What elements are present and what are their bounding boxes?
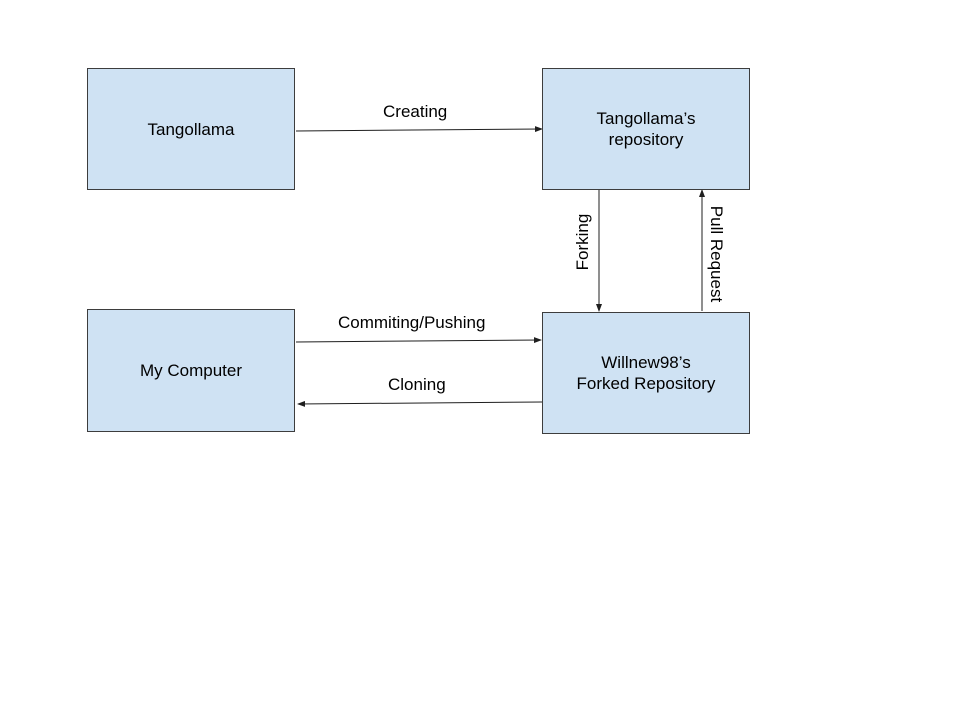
node-repo-label-line1: Tangollama’s <box>596 109 696 128</box>
edge-label-pull-request: Pull Request <box>707 205 726 303</box>
edge-label-committing-pushing: Commiting/Pushing <box>338 313 486 332</box>
node-repo-label-line2: repository <box>608 130 684 149</box>
arrow-cloning <box>297 400 543 407</box>
edge-label-forking: Forking <box>573 213 592 271</box>
node-my-computer: My Computer <box>87 309 295 432</box>
node-fork-label-line1: Willnew98’s <box>601 353 691 372</box>
arrow-committing <box>295 337 542 344</box>
node-tangollama-label: Tangollama <box>147 119 235 139</box>
node-fork-label-line2: Forked Repository <box>576 374 716 393</box>
node-computer-label: My Computer <box>139 361 243 380</box>
node-tangollama-repository: Tangollama’s repository <box>542 68 750 190</box>
edge-label-creating: Creating <box>383 102 448 121</box>
node-tangollama: Tangollama <box>87 68 295 190</box>
arrow-creating <box>295 126 543 133</box>
node-forked-repository: Willnew98’s Forked Repository <box>542 312 750 434</box>
edge-label-cloning: Cloning <box>388 375 446 394</box>
